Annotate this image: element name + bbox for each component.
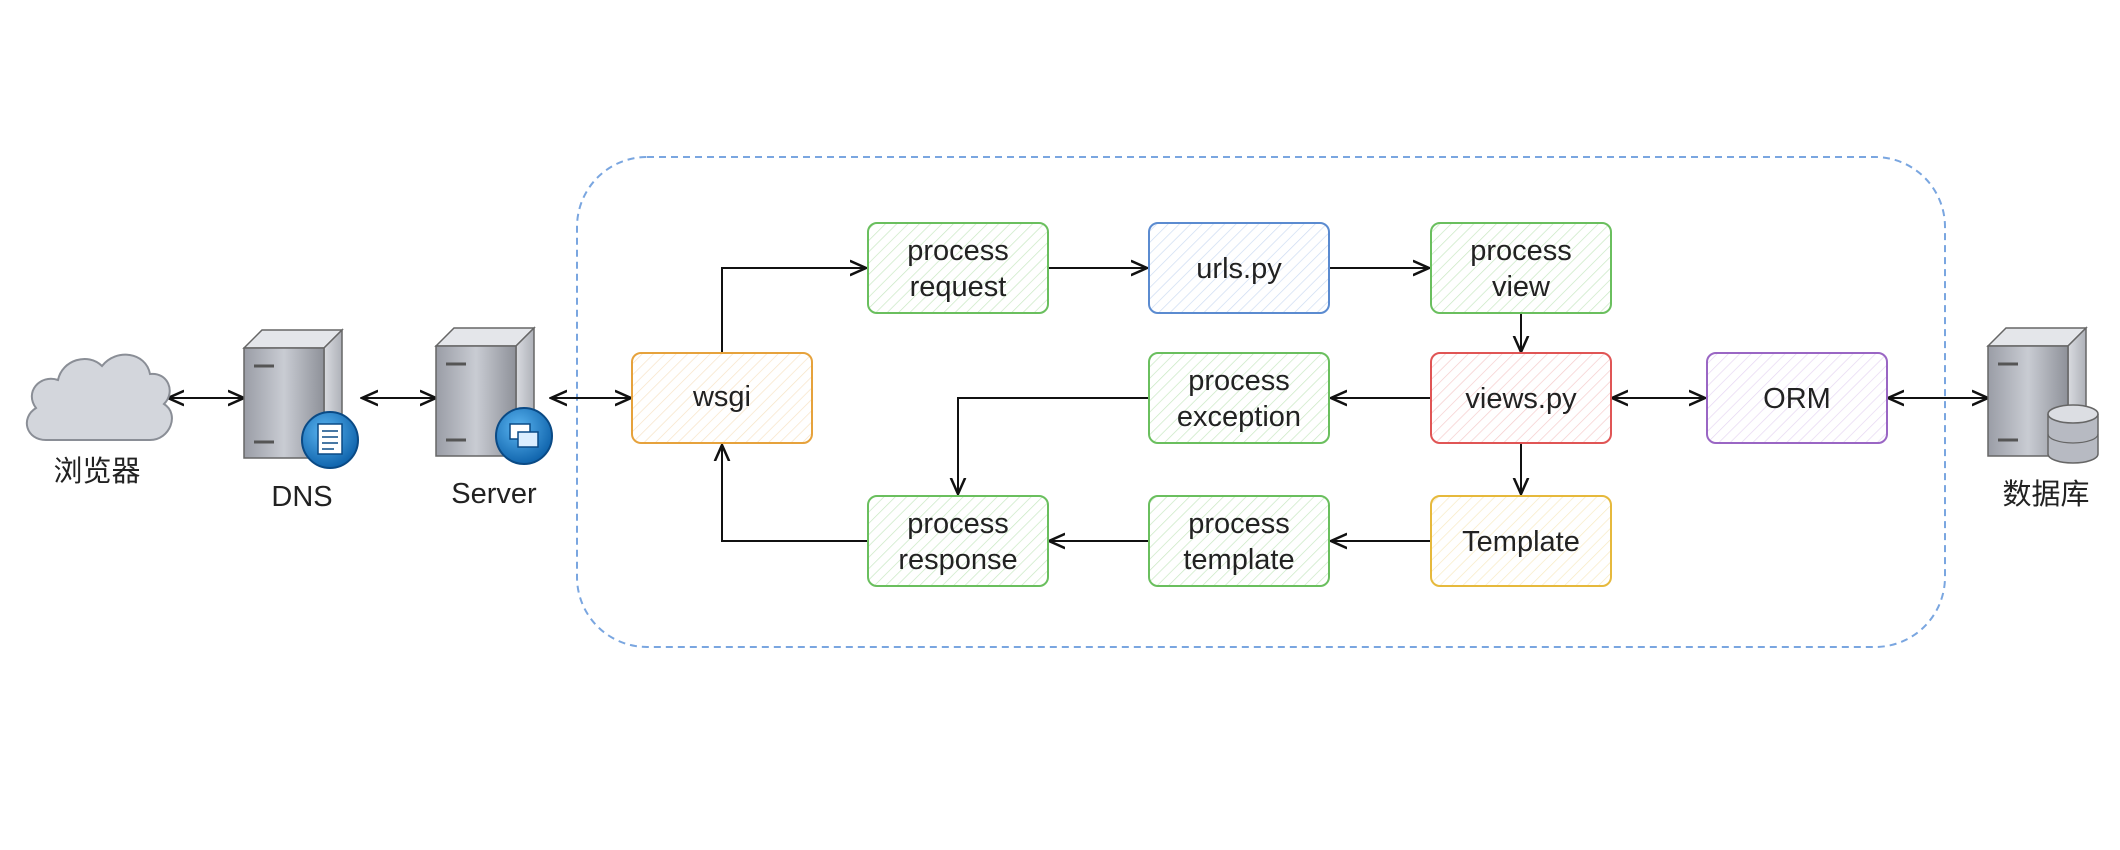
dns-label: DNS — [271, 481, 332, 513]
server-document-icon — [242, 328, 359, 469]
node-views-py: views.py — [1430, 352, 1612, 444]
node-process-view: process view — [1430, 222, 1612, 314]
node-process-exception-line1: process — [1188, 365, 1290, 397]
browser-label: 浏览器 — [53, 455, 140, 488]
node-wsgi-label: wsgi — [692, 381, 751, 413]
database-node: 数据库 — [1986, 326, 2099, 511]
node-process-view-line2: view — [1492, 271, 1551, 303]
node-process-exception: process exception — [1148, 352, 1330, 444]
dns-node: DNS — [242, 328, 359, 513]
cloud-icon — [25, 353, 173, 441]
node-process-response-line2: response — [898, 544, 1017, 576]
node-orm: ORM — [1706, 352, 1888, 444]
edge-process-response-wsgi — [722, 445, 867, 542]
node-urls-py: urls.py — [1148, 222, 1330, 314]
node-orm-label: ORM — [1763, 383, 1831, 415]
node-urls-py-label: urls.py — [1196, 253, 1282, 285]
database-server-icon — [1986, 326, 2099, 464]
node-template-label: Template — [1462, 526, 1580, 558]
node-process-view-line1: process — [1470, 235, 1572, 267]
edges — [168, 268, 1988, 541]
node-process-template: process template — [1148, 495, 1330, 587]
node-process-request-line1: process — [907, 235, 1009, 267]
node-wsgi: wsgi — [631, 352, 813, 444]
node-process-exception-line2: exception — [1177, 401, 1301, 433]
server-windows-icon — [434, 326, 553, 465]
node-template: Template — [1430, 495, 1612, 587]
node-process-template-line1: process — [1188, 508, 1290, 540]
node-process-response-line1: process — [907, 508, 1009, 540]
database-label: 数据库 — [2002, 478, 2089, 511]
node-views-py-label: views.py — [1465, 383, 1577, 415]
server-node: Server — [434, 326, 553, 510]
server-label: Server — [451, 478, 537, 510]
edge-wsgi-process-request — [721, 268, 866, 352]
browser-node: 浏览器 — [25, 353, 173, 488]
edge-process-exception-process-response — [958, 397, 1148, 494]
node-process-template-line2: template — [1183, 544, 1294, 576]
node-process-request: process request — [867, 222, 1049, 314]
node-process-response: process response — [867, 495, 1049, 587]
node-process-request-line2: request — [910, 271, 1007, 303]
